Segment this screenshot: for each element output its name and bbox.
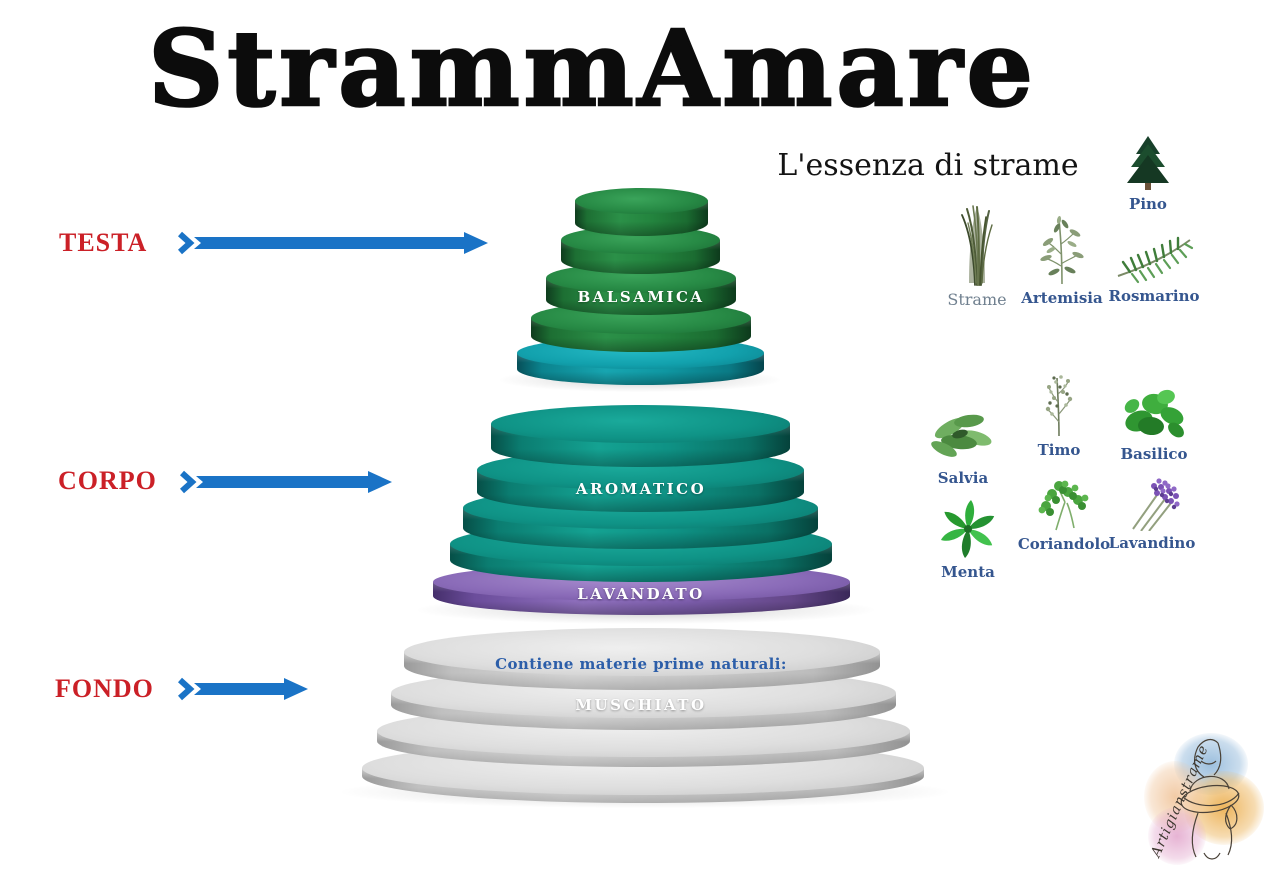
side-label-corpo: CORPO xyxy=(58,466,157,495)
fondo-arrow-right-icon xyxy=(178,677,308,701)
plant-timo: Timo xyxy=(1011,372,1107,459)
tier-label-lavandato: LAVANDATO xyxy=(577,585,705,603)
logo-woman-hat-sketch-icon xyxy=(1180,738,1240,860)
plant-lavandino: Lavandino xyxy=(1104,473,1200,552)
plant-label: Menta xyxy=(941,563,995,581)
plant-rosmarino: Rosmarino xyxy=(1106,230,1202,305)
tier-label-aromatico: AROMATICO xyxy=(575,480,707,498)
plant-label: Rosmarino xyxy=(1108,287,1200,305)
coriandolo-icon xyxy=(1038,480,1089,531)
plant-label: Pino xyxy=(1129,195,1167,213)
tier-label-muschiato: MUSCHIATO xyxy=(575,696,707,714)
plant-salvia: Salvia xyxy=(915,406,1011,487)
corpo-disc-1 xyxy=(491,405,790,467)
timo-icon xyxy=(1045,375,1073,437)
fondo-disc-1 xyxy=(404,628,880,690)
strame-icon xyxy=(961,205,993,286)
tier-note-naturali: Contiene materie prime naturali: xyxy=(495,655,787,673)
plant-label: Salvia xyxy=(937,469,989,487)
tier-label-balsamica: BALSAMICA xyxy=(577,288,705,306)
salvia-icon xyxy=(931,414,992,457)
menta-icon xyxy=(940,500,995,558)
brand-logo: Artigianstrame xyxy=(1144,731,1264,873)
plant-artemisia: Artemisia xyxy=(1014,214,1110,307)
artemisia-icon xyxy=(1040,216,1084,285)
plant-label: Coriandolo xyxy=(1017,535,1111,553)
side-label-testa: TESTA xyxy=(59,228,148,257)
pino-icon xyxy=(1127,136,1169,190)
rosmarino-icon xyxy=(1117,236,1194,284)
testa-disc-1 xyxy=(575,188,708,236)
plant-coriandolo: Coriandolo xyxy=(1016,476,1112,553)
plant-basilico: Basilico xyxy=(1106,386,1202,463)
plant-label: Timo xyxy=(1037,441,1081,459)
plant-label: Lavandino xyxy=(1108,534,1196,552)
plant-menta: Menta xyxy=(920,498,1016,581)
corpo-arrow-right-icon xyxy=(180,470,392,494)
plant-label: Strame xyxy=(947,290,1007,309)
basilico-icon xyxy=(1124,389,1184,438)
plant-label: Basilico xyxy=(1120,445,1188,463)
side-label-fondo: FONDO xyxy=(55,674,154,703)
plant-pino: Pino xyxy=(1100,134,1196,213)
page-title: StrammAmare xyxy=(147,7,1037,130)
lavandino-icon xyxy=(1132,478,1180,531)
plant-strame: Strame xyxy=(929,203,1025,309)
plant-label: Artemisia xyxy=(1021,289,1103,307)
subtitle: L'essenza di strame xyxy=(777,148,1079,183)
testa-arrow-right-icon xyxy=(178,231,488,255)
